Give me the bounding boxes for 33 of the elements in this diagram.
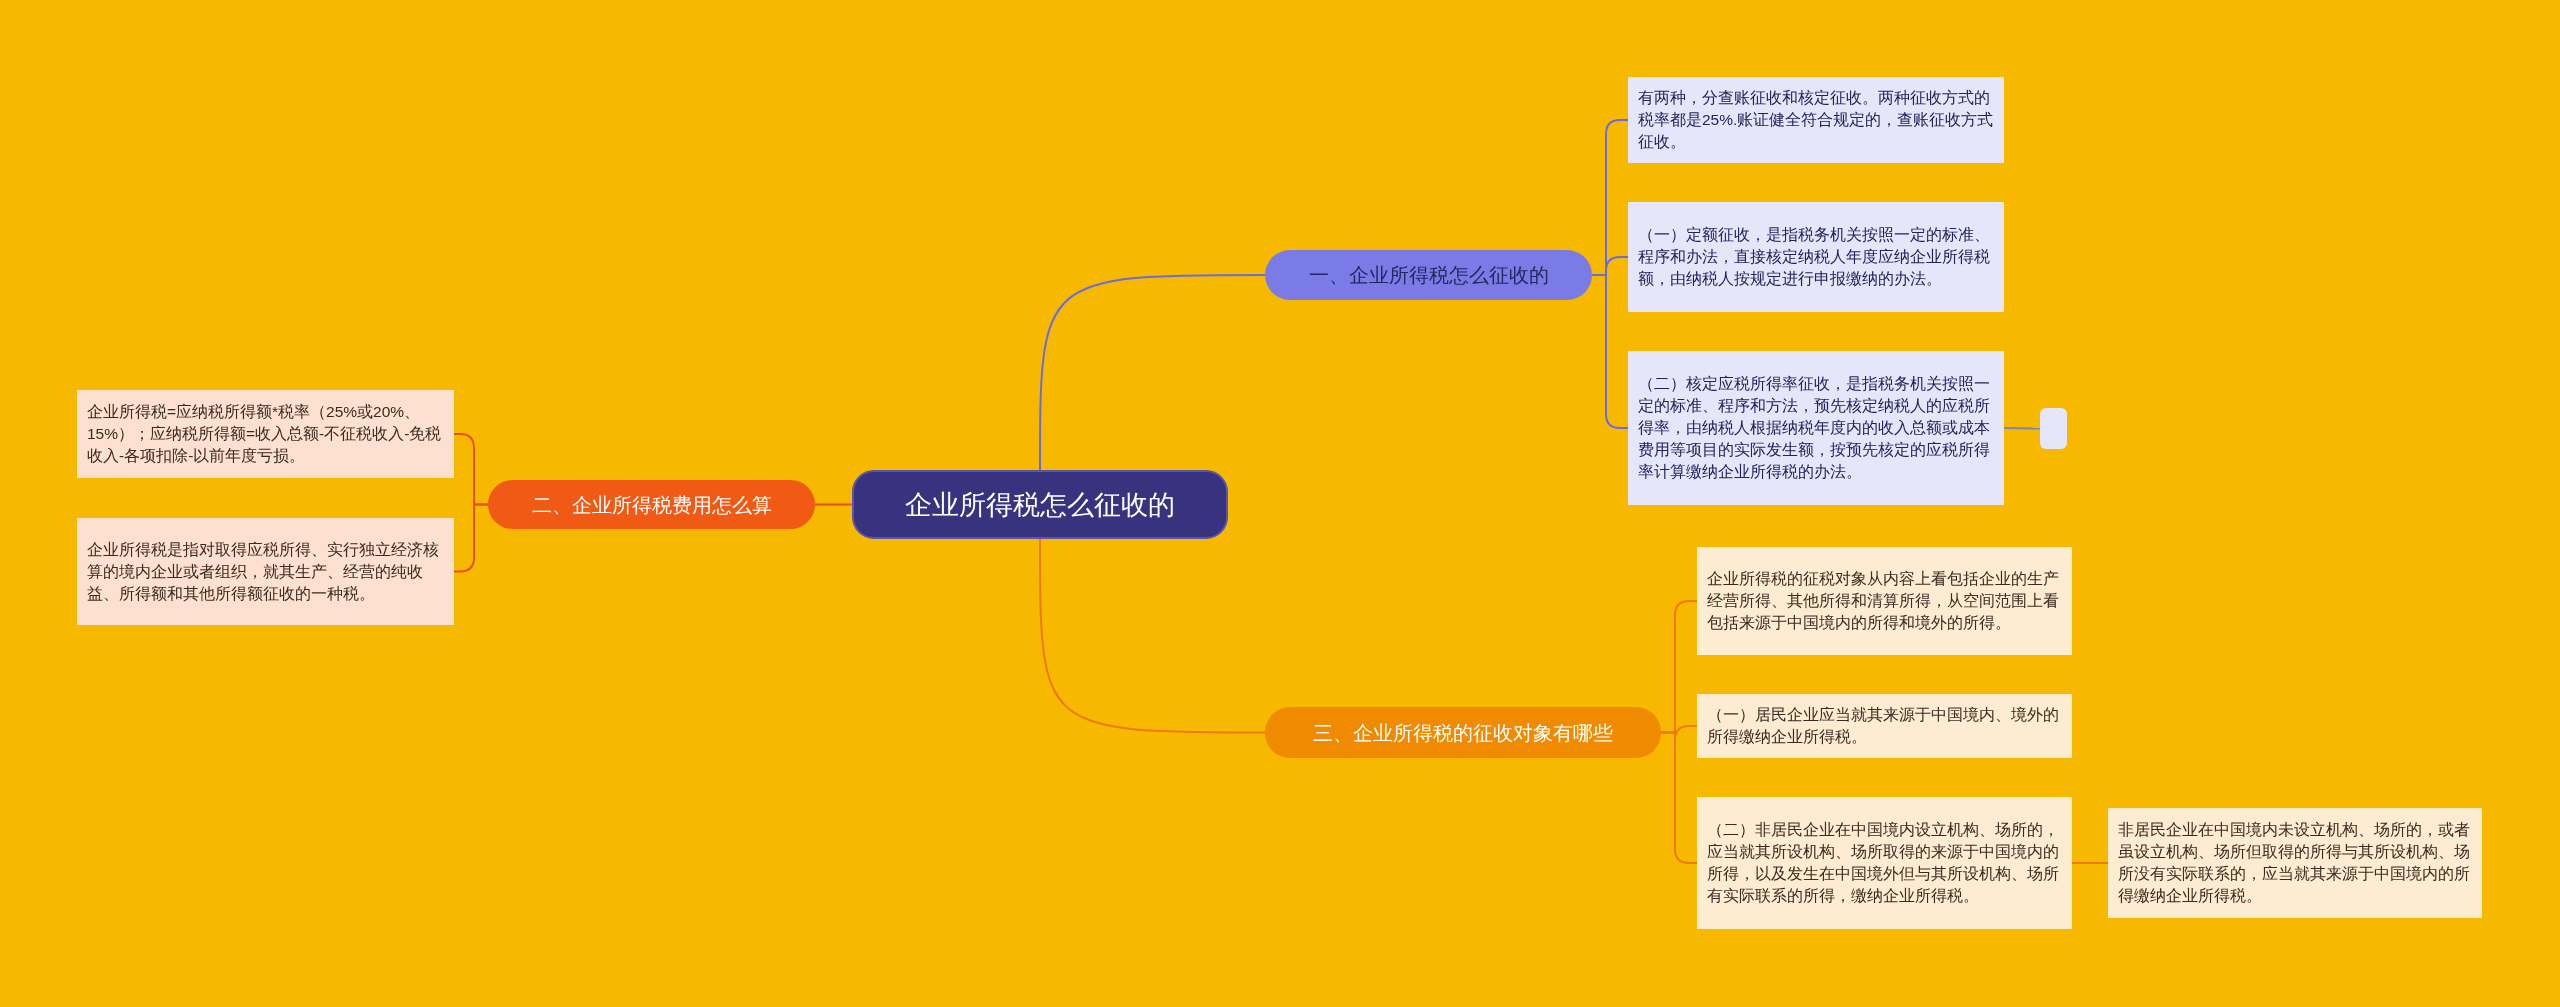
connector-line <box>814 503 853 506</box>
branch-topic <box>1265 250 1592 300</box>
root-topic <box>852 470 1228 539</box>
node-text: 非居民企业在中国境内未设立机构、场所的，或者虽设立机构、场所但取得的所得与其所设机构、场所没有实际联系的，应当就其来源于中国境内的所得缴纳企业所得税。 <box>2118 820 2471 906</box>
note-card <box>1697 694 2072 758</box>
note-card <box>2108 808 2482 918</box>
node-text: （二）非居民企业在中国境内设立机构、场所的，应当就其所设机构、场所取得的来源于中国境内的所得，以及发生在中国境外但与其所设机构、场所有实际联系的所得，缴纳企业所得税。 <box>1707 820 2060 906</box>
note-card <box>1628 77 2004 163</box>
node-text: 有两种，分查账征收和核定征收。两种征收方式的税率都是25%.账证健全符合规定的，查账征收方式征收。 <box>1638 88 1994 152</box>
connector-line <box>1039 274 1266 471</box>
empty-card <box>2040 408 2067 449</box>
branch-topic <box>488 480 815 529</box>
node-text: 二、企业所得税费用怎么算 <box>531 493 772 516</box>
node-text: 企业所得税的征税对象从内容上看包括企业的生产经营所得、其他所得和清算所得，从空间范围上看包括来源于中国境内的所得和境外的所得。 <box>1707 569 2060 633</box>
connector-line <box>453 503 489 573</box>
node-text: 三、企业所得税的征收对象有哪些 <box>1313 721 1613 744</box>
connector-line <box>1039 538 1266 734</box>
note-card <box>1697 797 2072 929</box>
node-text: （二）核定应税所得率征收，是指税务机关按照一定的标准、程序和方法，预先核定纳税人的应税所得率，由纳税人根据纳税年度内的收入总额或成本费用等项目的实际发生额，按预先核定的应税所得率计算缴纳企业所得税的办法。 <box>1638 374 1991 482</box>
note-card <box>1628 351 2004 505</box>
node-text: （一）居民企业应当就其来源于中国境内、境外的所得缴纳企业所得税。 <box>1707 705 2060 747</box>
note-card <box>1628 202 2004 312</box>
note-card <box>77 518 454 625</box>
note-card <box>77 390 454 478</box>
note-card <box>1697 547 2072 655</box>
node-text: 企业所得税怎么征收的 <box>905 493 1175 516</box>
connector-line <box>2071 862 2109 864</box>
node-text: 一、企业所得税怎么征收的 <box>1308 264 1549 286</box>
node-text: 企业所得税=应纳税所得额*税率（25%或20%、15%）；应纳税所得额=收入总额-不征税收入-免税收入-各项扣除-以前年度亏损。 <box>87 402 443 466</box>
branch-topic <box>1265 707 1661 758</box>
node-text: 企业所得税是指对取得应税所得、实行独立经济核算的境内企业或者组织，就其生产、经营的纯收益、所得额和其他所得额征收的一种税。 <box>87 539 440 604</box>
connector-line <box>2003 427 2041 430</box>
node-text: （一）定额征收，是指税务机关按照一定的标准、程序和办法，直接核定纳税人年度应纳企业所得税额，由纳税人按规定进行申报缴纳的办法。 <box>1638 225 1991 289</box>
